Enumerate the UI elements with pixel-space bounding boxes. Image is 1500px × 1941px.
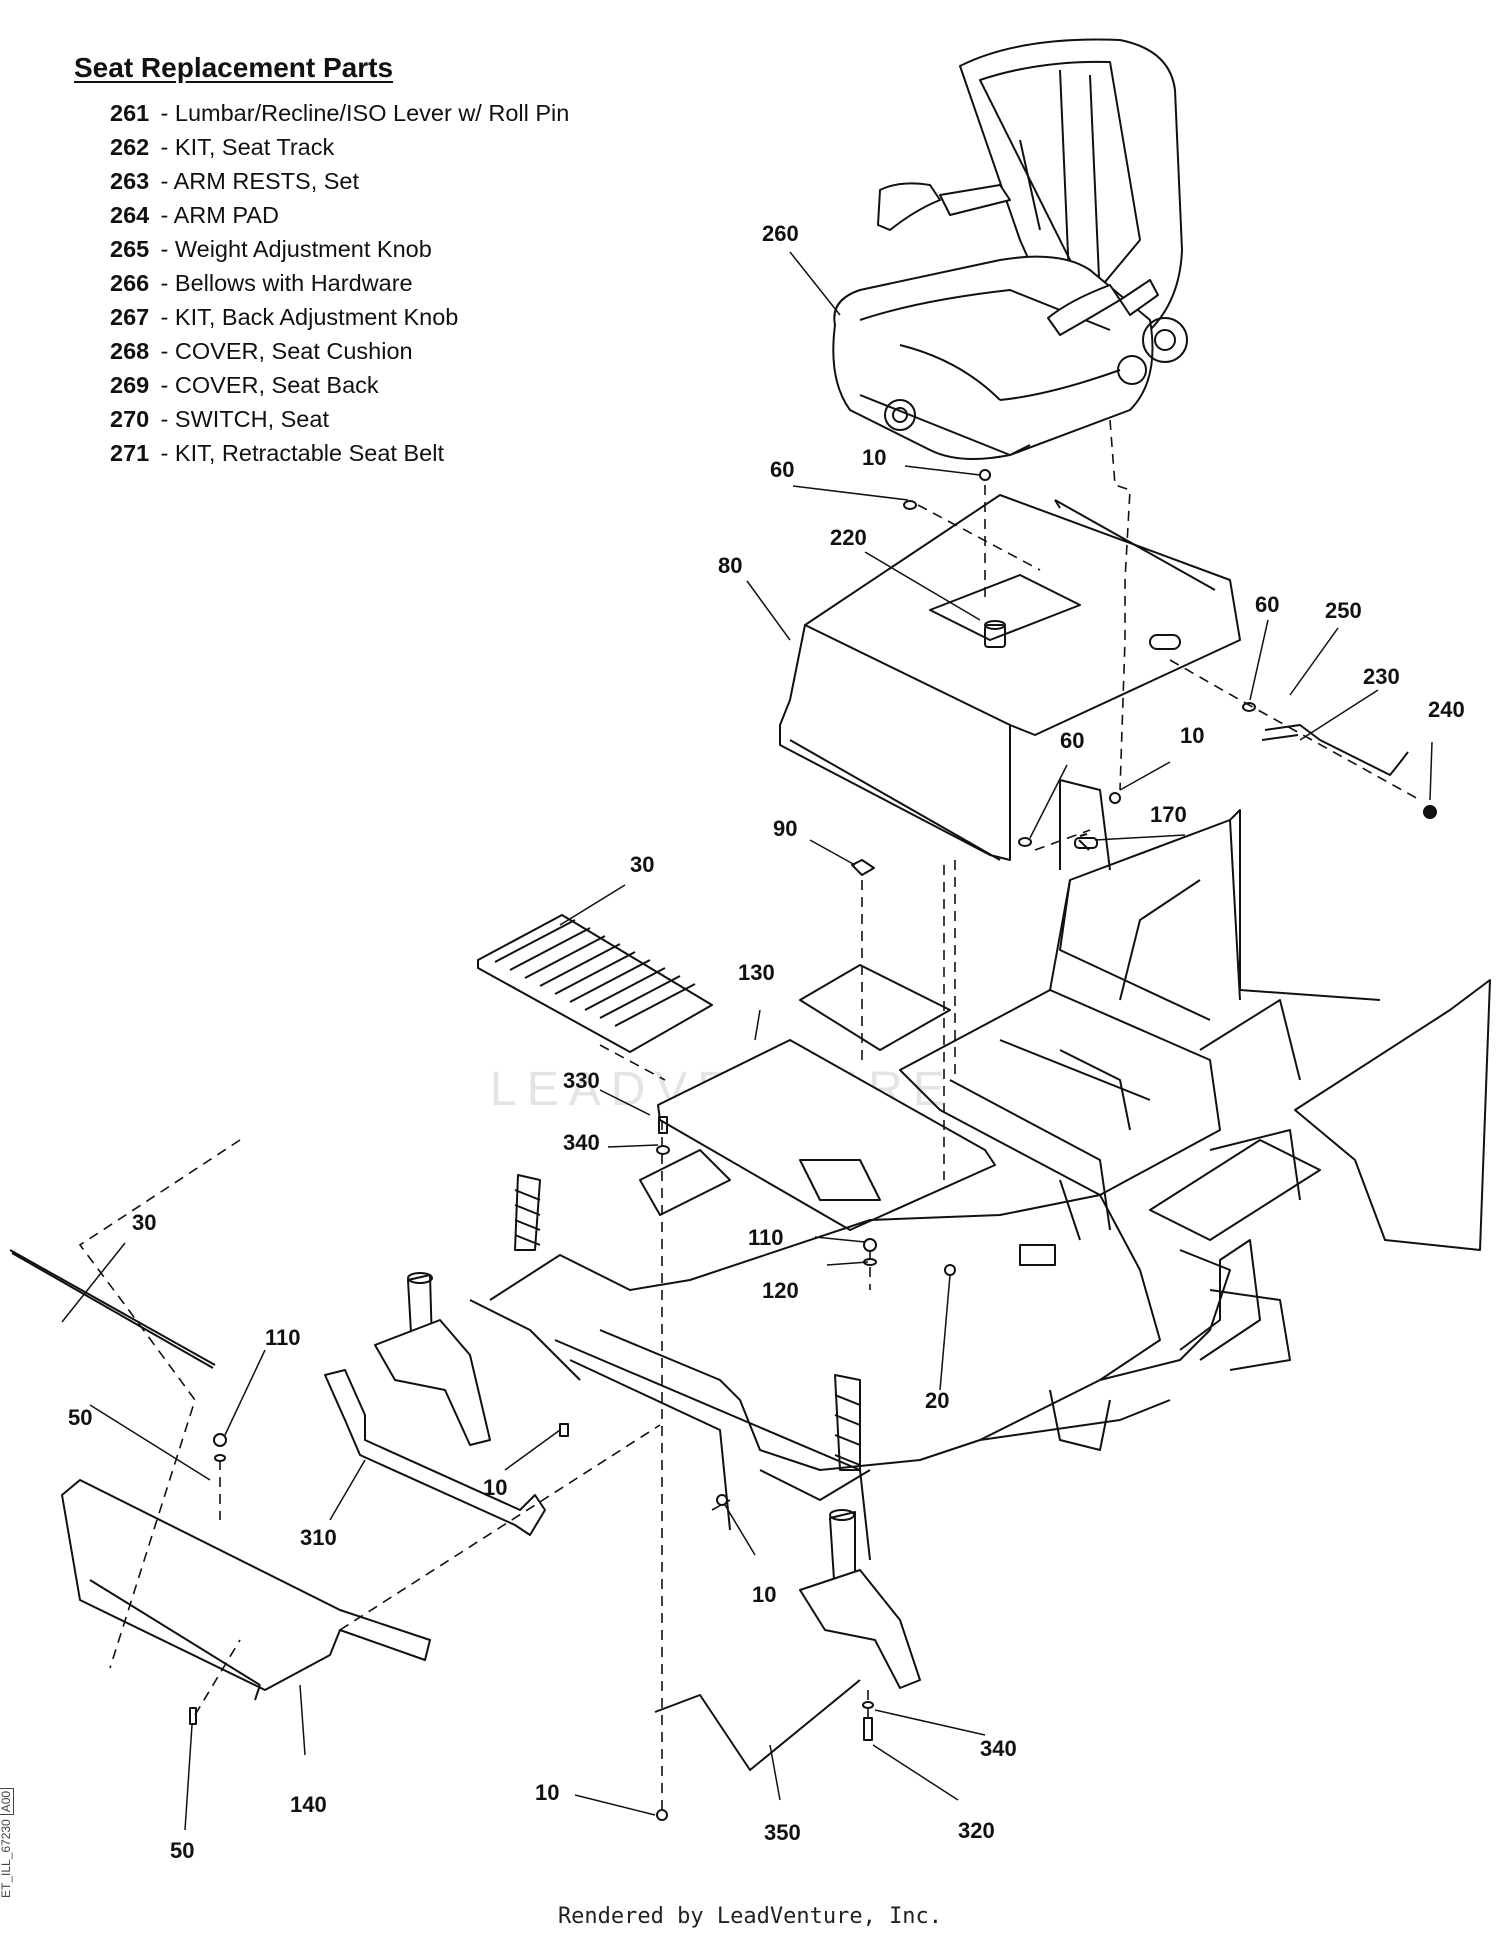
part-number: 267: [110, 304, 150, 330]
part-description: COVER, Seat Cushion: [174, 338, 413, 364]
callout-90: 90: [773, 816, 797, 841]
cover-drawing: [61, 1479, 431, 1701]
part-number: 261: [110, 100, 150, 126]
part-separator: -: [154, 372, 175, 398]
part-number: 271: [110, 440, 150, 466]
callout-20: 20: [925, 1388, 949, 1413]
part-row: 271 - KIT, Retractable Seat Belt: [74, 436, 634, 470]
callout-30: 30: [630, 852, 654, 877]
rod-drawing: [654, 1679, 861, 1771]
part-separator: -: [154, 338, 175, 364]
callout-50: 50: [68, 1405, 92, 1430]
callout-10: 10: [535, 1780, 559, 1805]
part-description: Lumbar/Recline/ISO Lever w/ Roll Pin: [174, 100, 570, 126]
part-number: 270: [110, 406, 150, 432]
part-description: KIT, Seat Track: [174, 134, 335, 160]
callout-30: 30: [132, 1210, 156, 1235]
callout-60: 60: [1060, 728, 1084, 753]
foot-mat-drawing: [477, 914, 713, 1053]
callout-250: 250: [1325, 598, 1362, 623]
part-description: COVER, Seat Back: [174, 372, 379, 398]
part-row: 269 - COVER, Seat Back: [74, 368, 634, 402]
callout-140: 140: [290, 1792, 327, 1817]
part-number: 262: [110, 134, 150, 160]
part-row: 262 - KIT, Seat Track: [74, 130, 634, 164]
hardware-drawing: [189, 469, 1437, 1821]
callout-170: 170: [1150, 802, 1187, 827]
part-row: 270 - SWITCH, Seat: [74, 402, 634, 436]
part-separator: -: [154, 134, 175, 160]
callout-60: 60: [1255, 592, 1279, 617]
part-description: ARM RESTS, Set: [173, 168, 360, 194]
frame-drawing: [469, 779, 1491, 1561]
part-description: ARM PAD: [173, 202, 279, 228]
part-row: 263 - ARM RESTS, Set: [74, 164, 634, 198]
callout-330: 330: [563, 1068, 600, 1093]
callout-340: 340: [563, 1130, 600, 1155]
callout-260: 260: [762, 221, 799, 246]
part-row: 268 - COVER, Seat Cushion: [74, 334, 634, 368]
callout-120: 120: [762, 1278, 799, 1303]
parts-rows: 261 - Lumbar/Recline/ISO Lever w/ Roll P…: [74, 96, 634, 470]
part-number: 268: [110, 338, 150, 364]
callout-230: 230: [1363, 664, 1400, 689]
callout-110: 110: [265, 1325, 301, 1350]
part-row: 267 - KIT, Back Adjustment Knob: [74, 300, 634, 334]
parts-list: Seat Replacement Parts 261 - Lumbar/Recl…: [74, 52, 634, 470]
part-description: KIT, Retractable Seat Belt: [174, 440, 444, 466]
callout-10: 10: [1180, 723, 1204, 748]
part-number: 269: [110, 372, 150, 398]
part-separator: -: [154, 440, 175, 466]
bracket-drawing: [324, 1369, 546, 1536]
part-description: KIT, Back Adjustment Knob: [174, 304, 459, 330]
diagram-id: ET_ILL_67230: [0, 1819, 13, 1898]
part-separator: -: [154, 406, 175, 432]
callout-130: 130: [738, 960, 775, 985]
callout-320: 320: [958, 1818, 995, 1843]
callout-220: 220: [830, 525, 867, 550]
strap-drawing: [9, 1249, 216, 1369]
part-separator: -: [154, 236, 175, 262]
part-number: 266: [110, 270, 150, 296]
plate-drawing: [657, 1039, 996, 1231]
part-description: Bellows with Hardware: [174, 270, 413, 296]
callout-110: 110: [748, 1225, 784, 1250]
part-separator: -: [154, 304, 175, 330]
diagram-id-label: ET_ILL_67230 A00: [0, 1787, 14, 1898]
callout-10: 10: [752, 1582, 776, 1607]
part-number: 264: [110, 202, 150, 228]
part-number: 265: [110, 236, 150, 262]
part-row: 265 - Weight Adjustment Knob: [74, 232, 634, 266]
part-separator: -: [154, 168, 174, 194]
seat-drawing: [832, 38, 1188, 460]
callout-10: 10: [862, 445, 886, 470]
part-row: 261 - Lumbar/Recline/ISO Lever w/ Roll P…: [74, 96, 634, 130]
rod-230-drawing: [1261, 724, 1409, 776]
part-separator: -: [154, 202, 174, 228]
callout-340: 340: [980, 1736, 1017, 1761]
callout-80: 80: [718, 553, 742, 578]
diagram-revision: A00: [0, 1787, 14, 1816]
seat-pan-drawing: [779, 494, 1241, 861]
part-separator: -: [154, 100, 175, 126]
part-number: 263: [110, 168, 150, 194]
footer-credit: Rendered by LeadVenture, Inc.: [557, 1904, 943, 1929]
callout-310: 310: [300, 1525, 337, 1550]
parts-list-title: Seat Replacement Parts: [74, 52, 394, 83]
callout-350: 350: [764, 1820, 801, 1845]
callout-10: 10: [483, 1475, 507, 1500]
part-description: Weight Adjustment Knob: [174, 236, 432, 262]
part-row: 264 - ARM PAD: [74, 198, 634, 232]
suspension-drawing: [374, 1174, 921, 1689]
part-row: 266 - Bellows with Hardware: [74, 266, 634, 300]
callout-60: 60: [770, 457, 794, 482]
callout-240: 240: [1428, 697, 1465, 722]
part-separator: -: [154, 270, 175, 296]
callout-50: 50: [170, 1838, 194, 1863]
part-description: SWITCH, Seat: [174, 406, 329, 432]
